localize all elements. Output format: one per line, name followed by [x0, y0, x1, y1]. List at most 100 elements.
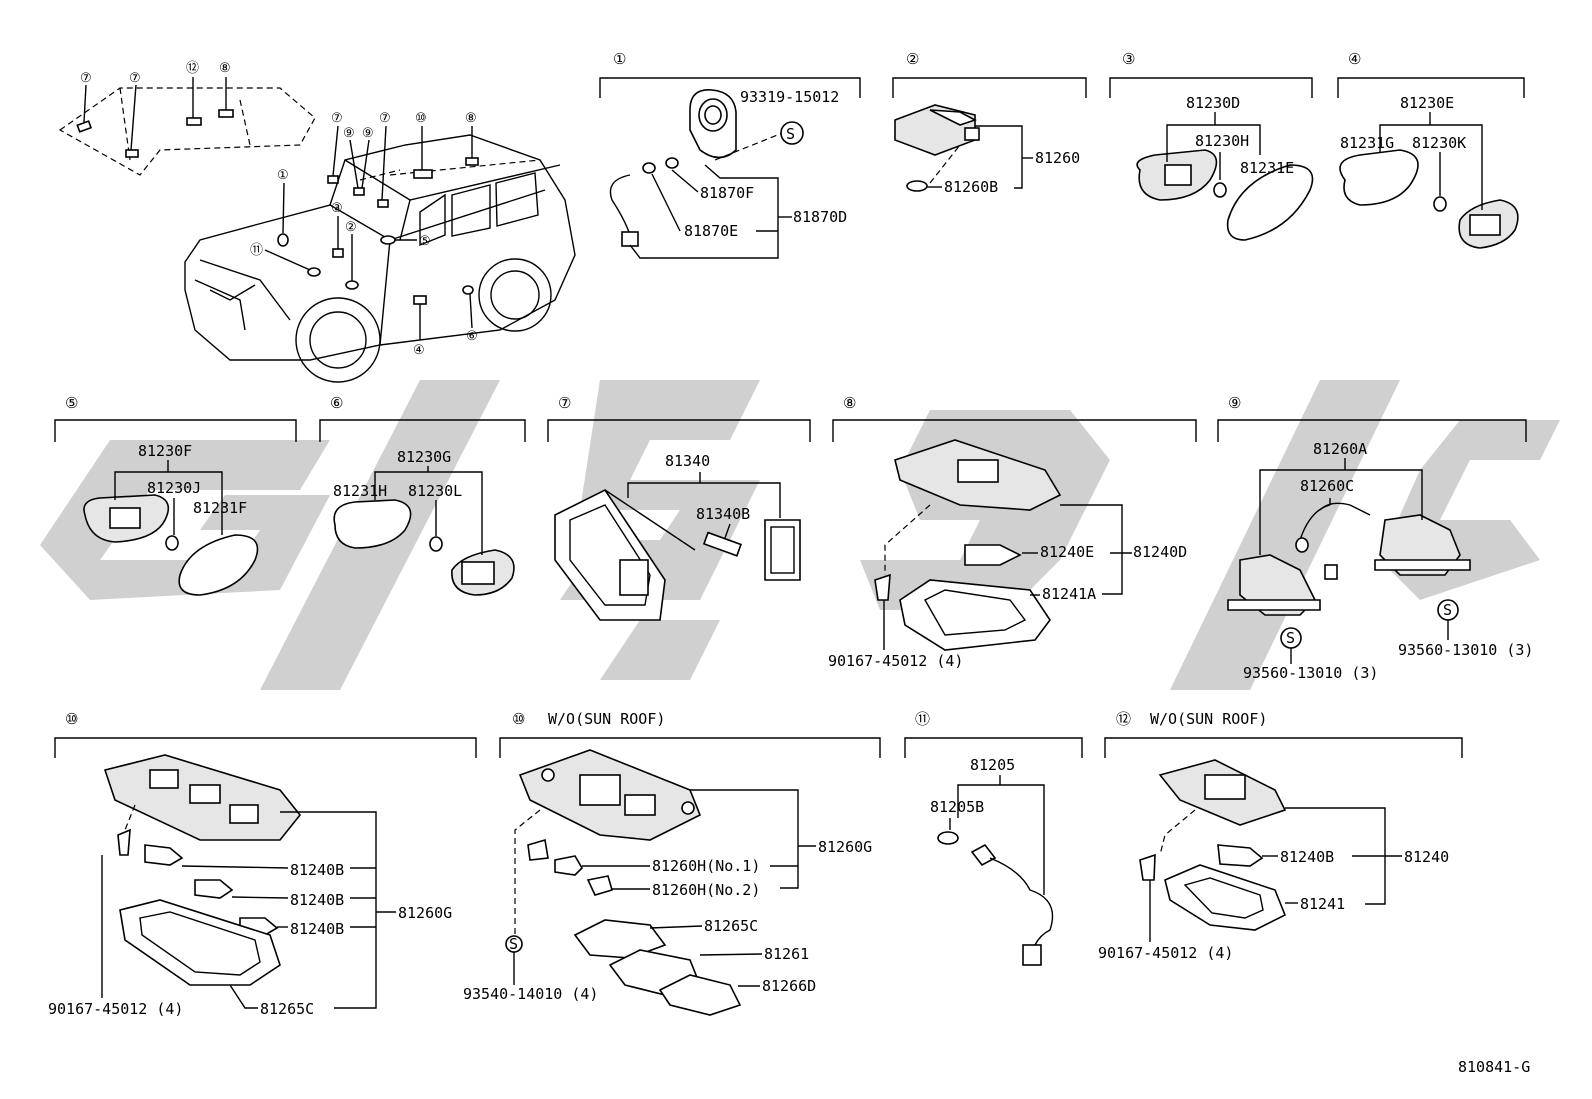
section-7: ⑦ 81340 81340B — [547, 394, 811, 621]
section-3: ③ 81230D 81230H 81231E — [1109, 50, 1314, 241]
s10a-label-0: 81240B — [290, 861, 344, 879]
s12-label-2: 81241 — [1300, 895, 1345, 913]
s10b-label-2: 81260H(No.2) — [652, 881, 760, 899]
overview-callout-6: ⑥ — [466, 329, 478, 344]
section-12: ⑫ W/O(SUN ROOF) 81240B 81240 81241 90167… — [1098, 710, 1463, 962]
s10a-label-5: 81265C — [260, 1000, 314, 1018]
s3-label-0: 81230D — [1186, 94, 1240, 112]
section-10b: ⑩ W/O(SUN ROOF) S 81260H(No.1) 81260H(No… — [463, 710, 881, 1016]
s11-label-1: 81205B — [930, 798, 984, 816]
overview-callout-9: ⑨ — [362, 126, 374, 141]
overview-callout-10: ⑩ — [415, 111, 427, 126]
s3-label-1: 81230H — [1195, 132, 1249, 150]
s7-label-0: 81340 — [665, 452, 710, 470]
s12-label-1: 81240 — [1404, 848, 1449, 866]
s10b-label-5: 81266D — [762, 977, 816, 995]
s10b-label-3: 81265C — [704, 917, 758, 935]
overview-callout-3: ③ — [331, 201, 343, 216]
s8-label-2: 81241A — [1042, 585, 1096, 603]
overview-callout-8: ⑧ — [219, 61, 231, 76]
screw-symbol: S — [1443, 601, 1452, 619]
overview-callout-5: ⑤ — [419, 234, 431, 249]
s4-label-0: 81230E — [1400, 94, 1454, 112]
section-number: ⑫ — [1116, 710, 1131, 728]
section-11: ⑪ 81205 81205B — [904, 710, 1083, 966]
overview-callout-11: ⑪ — [250, 243, 263, 258]
s9-label-3: 93560-13010 (3) — [1398, 641, 1533, 659]
s10b-label-0: 81260G — [818, 838, 872, 856]
s1-label-2: 81870E — [684, 222, 738, 240]
section-number: ⑧ — [843, 394, 856, 412]
diagram-code: 810841-G — [1458, 1058, 1530, 1076]
section-number: ⑨ — [1228, 394, 1241, 412]
section-number: ① — [613, 50, 626, 68]
section-number: ⑪ — [915, 710, 930, 728]
s10a-label-2: 81240B — [290, 920, 344, 938]
s7-label-1: 81340B — [696, 505, 750, 523]
s10b-label-6: 93540-14010 (4) — [463, 985, 598, 1003]
overview-callout-7: ⑦ — [331, 111, 343, 126]
s8-label-0: 81240E — [1040, 543, 1094, 561]
screw-symbol: S — [509, 935, 518, 953]
s1-label-3: 81870D — [793, 208, 847, 226]
section-9: ⑨ S S 81260A 81260C 93560-13010 (3) 9356… — [1217, 394, 1533, 682]
s6-label-0: 81230G — [397, 448, 451, 466]
s12-label-0: 81240B — [1280, 848, 1334, 866]
s1-label-1: 81870F — [700, 184, 754, 202]
overview-callout-1: ① — [277, 168, 289, 183]
s9-label-1: 81260C — [1300, 477, 1354, 495]
section-10a: ⑩ 81240B 81240B 81240B 81260G 90167-4501… — [48, 710, 477, 1018]
s10b-label-4: 81261 — [764, 945, 809, 963]
overview-callout-9: ⑨ — [343, 126, 355, 141]
s3-label-2: 81231E — [1240, 159, 1294, 177]
s4-label-1: 81231G — [1340, 134, 1394, 152]
s11-label-0: 81205 — [970, 756, 1015, 774]
overview-callout-7: ⑦ — [80, 71, 92, 86]
s8-label-1: 81240D — [1133, 543, 1187, 561]
vehicle-overview: ⑦ ⑦ ⑫ ⑧ ① ⑦ ⑨ ⑨ ⑦ ⑩ ⑧ ③ ② ⑤ ⑪ ④ ⑥ — [58, 61, 576, 383]
section-number: ③ — [1122, 50, 1135, 68]
s9-label-0: 81260A — [1313, 440, 1367, 458]
s1-label-0: 93319-15012 — [740, 88, 839, 106]
section-2: ② 81260 81260B — [892, 50, 1087, 196]
s8-label-3: 90167-45012 (4) — [828, 652, 963, 670]
section-5: ⑤ 81230F 81230J 81231F — [54, 394, 297, 596]
s5-label-2: 81231F — [193, 499, 247, 517]
overview-callout-2: ② — [345, 220, 357, 235]
section-4: ④ 81230E 81231G 81230K — [1337, 50, 1525, 249]
section-title: W/O(SUN ROOF) — [548, 710, 665, 728]
s2-label-0: 81260 — [1035, 149, 1080, 167]
s4-label-2: 81230K — [1412, 134, 1466, 152]
s10b-label-1: 81260H(No.1) — [652, 857, 760, 875]
section-title: W/O(SUN ROOF) — [1150, 710, 1267, 728]
section-number: ④ — [1348, 50, 1361, 68]
s6-label-1: 81231H — [333, 482, 387, 500]
section-number: ⑩ — [65, 710, 78, 728]
s10a-label-1: 81240B — [290, 891, 344, 909]
s9-label-2: 93560-13010 (3) — [1243, 664, 1378, 682]
s2-label-1: 81260B — [944, 178, 998, 196]
screw-symbol: S — [786, 125, 795, 143]
section-number: ② — [906, 50, 919, 68]
s12-label-3: 90167-45012 (4) — [1098, 944, 1233, 962]
overview-callout-12: ⑫ — [186, 61, 199, 76]
s5-label-0: 81230F — [138, 442, 192, 460]
section-number: ⑩ — [512, 710, 525, 728]
section-6: ⑥ 81230G 81231H 81230L — [319, 394, 526, 596]
section-number: ⑤ — [65, 394, 78, 412]
overview-callout-8: ⑧ — [465, 111, 477, 126]
overview-callout-7: ⑦ — [379, 111, 391, 126]
s10a-label-4: 90167-45012 (4) — [48, 1000, 183, 1018]
screw-symbol: S — [1286, 629, 1295, 647]
s6-label-2: 81230L — [408, 482, 462, 500]
section-number: ⑥ — [330, 394, 343, 412]
overview-callout-7: ⑦ — [129, 71, 141, 86]
section-8: ⑧ 81240E 81240D 81241A 90167-45012 (4) — [828, 394, 1197, 670]
s10a-label-3: 81260G — [398, 904, 452, 922]
section-number: ⑦ — [558, 394, 571, 412]
overview-callout-4: ④ — [413, 343, 425, 358]
section-1: ① S 93319-15012 81870F 81870E 81870D — [599, 50, 861, 259]
s5-label-1: 81230J — [147, 479, 201, 497]
